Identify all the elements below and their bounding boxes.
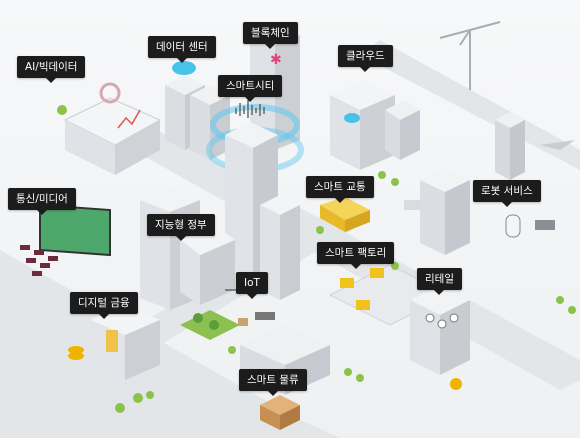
label-data-center[interactable]: 데이터 센터: [148, 36, 216, 63]
label-cloud[interactable]: 클라우드: [338, 45, 393, 72]
waveform-icon: [235, 100, 265, 118]
label-blockchain[interactable]: 블록체인: [243, 22, 298, 49]
telecom-media-screen: [20, 203, 111, 276]
digital-finance-bank: [68, 305, 160, 380]
svg-text:✱: ✱: [270, 52, 282, 68]
label-smart-factory[interactable]: 스마트 팩토리: [317, 242, 395, 269]
label-smart-traffic[interactable]: 스마트 교통: [306, 176, 374, 203]
intelligent-government-building: [140, 188, 235, 310]
glass-building: [420, 168, 470, 255]
label-ai-bigdata[interactable]: AI/빅데이터: [17, 56, 86, 83]
iot-park: [180, 289, 275, 340]
label-telecom-media[interactable]: 통신/미디어: [8, 188, 76, 215]
retail-store: [410, 285, 470, 390]
label-retail[interactable]: 리테일: [417, 268, 462, 295]
construction-crane: [439, 21, 501, 90]
label-robot-service[interactable]: 로봇 서비스: [473, 180, 541, 207]
robot-service-area: [495, 112, 575, 238]
label-smart-logistics[interactable]: 스마트 물류: [239, 369, 307, 396]
label-iot[interactable]: IoT: [236, 272, 268, 299]
cloud-building: [330, 80, 420, 170]
smart-traffic-bus: [320, 197, 422, 232]
label-intelligent-gov[interactable]: 지능형 정부: [147, 214, 215, 241]
ai-bigdata-building: [63, 82, 162, 175]
label-digital-finance[interactable]: 디지털 금융: [70, 292, 138, 319]
label-smart-city[interactable]: 스마트시티: [218, 75, 283, 102]
